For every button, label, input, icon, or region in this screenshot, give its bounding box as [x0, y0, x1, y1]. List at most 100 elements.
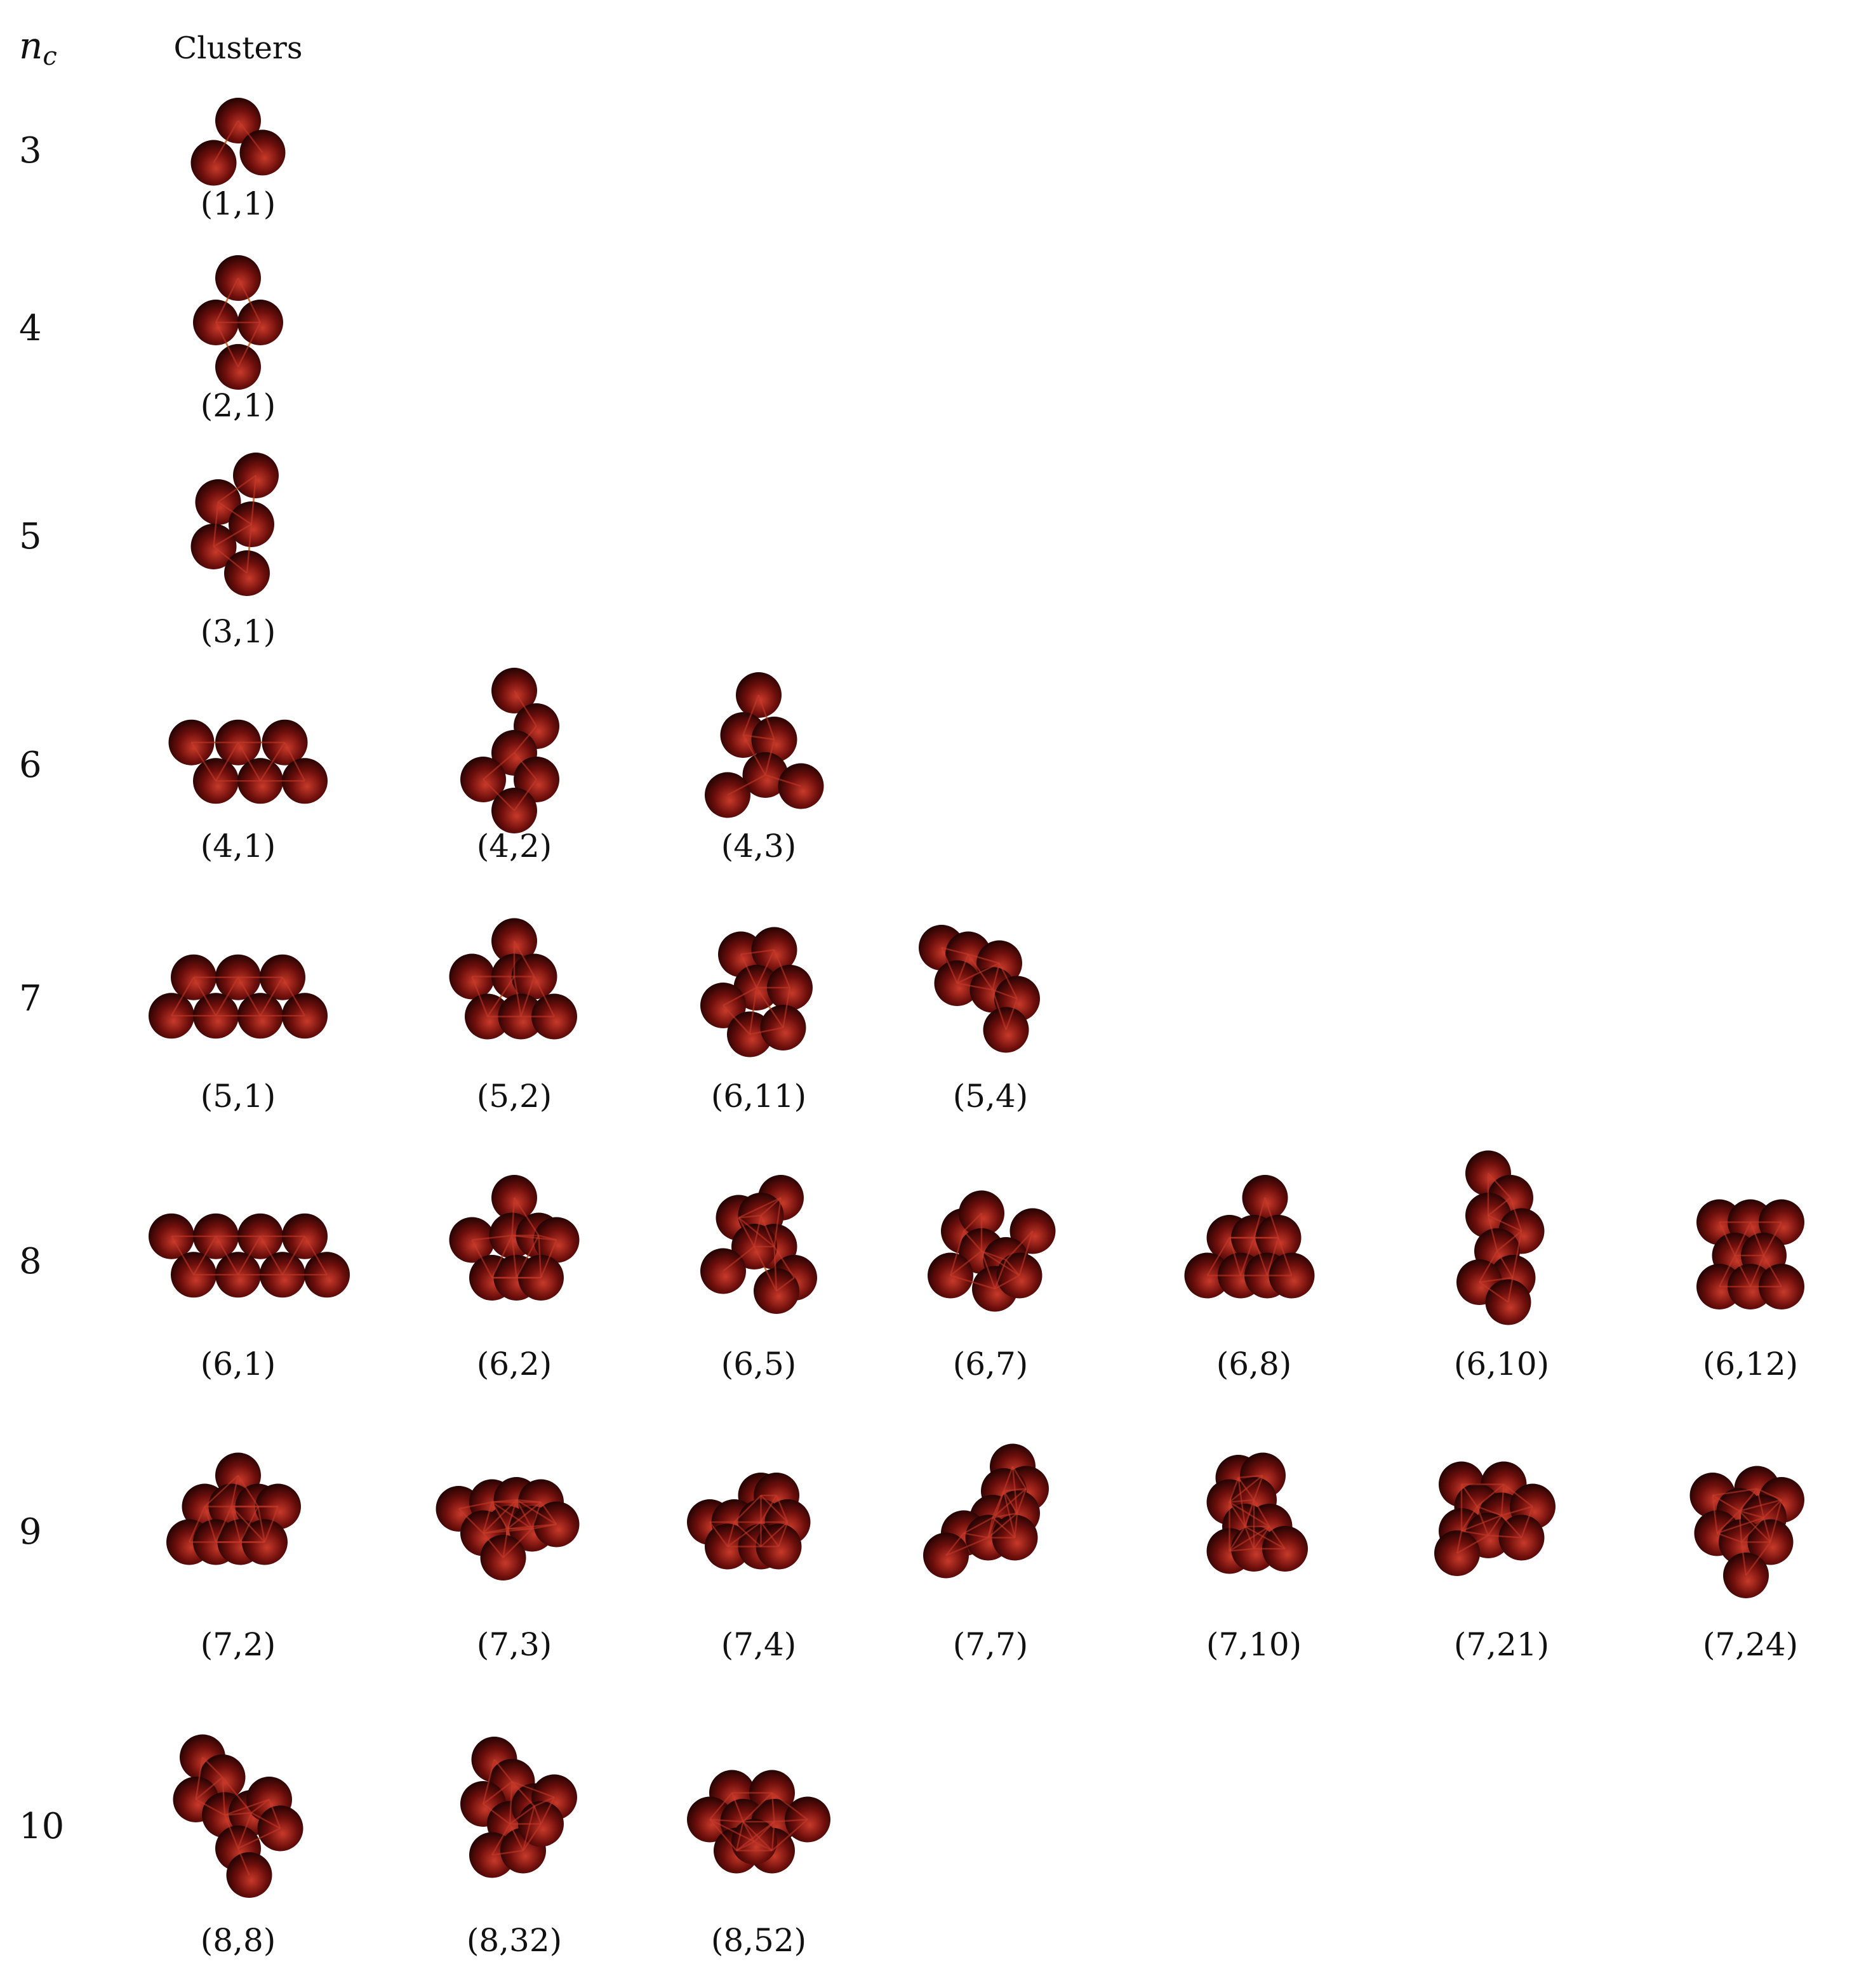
cluster-bond-highlight: [987, 1513, 1018, 1539]
cluster-label: (7,10): [1206, 1626, 1302, 1663]
cluster-bond-highlight: [731, 1793, 744, 1822]
cluster-bond-highlight: [740, 949, 775, 955]
cluster-bond-highlight: [949, 1231, 965, 1276]
cluster-bond-highlight: [1488, 1172, 1511, 1198]
cluster: (4,1): [168, 719, 328, 865]
cluster-bond-highlight: [239, 1506, 259, 1543]
cluster-bond-highlight: [742, 734, 766, 776]
cluster-bond-highlight: [215, 1506, 232, 1543]
cluster: (7,10): [1206, 1452, 1308, 1663]
cluster-bond-highlight: [538, 1235, 557, 1241]
cluster-bond-highlight: [1476, 1483, 1505, 1508]
cluster-bond-highlight: [509, 1823, 524, 1852]
cluster-bond-highlight: [1521, 1506, 1534, 1538]
cluster-label: (7,21): [1454, 1626, 1549, 1663]
cluster-bond-highlight: [736, 1821, 775, 1852]
cluster-bond-highlight: [215, 322, 239, 368]
cluster-bond-highlight: [511, 1197, 516, 1236]
cluster: (4,3): [705, 672, 824, 865]
cluster-bond-highlight: [512, 1780, 555, 1798]
cluster-bond-highlight: [945, 1532, 964, 1556]
cluster-label: (5,4): [953, 1078, 1029, 1115]
cluster-bond-highlight: [1762, 1221, 1783, 1256]
cluster-bond-highlight: [1476, 1506, 1489, 1536]
cluster-bond-highlight: [213, 120, 239, 164]
cluster-bond-highlight: [170, 1236, 195, 1275]
cluster-label: (4,3): [721, 828, 797, 865]
cluster-bond-highlight: [1512, 1231, 1522, 1278]
cluster-bond-highlight: [998, 962, 1018, 1000]
cluster: (5,1): [149, 954, 328, 1115]
cluster-bond-highlight: [502, 1528, 533, 1558]
cluster-bond-highlight: [1487, 1514, 1503, 1536]
cluster-bond-highlight: [992, 1488, 1027, 1518]
cluster-bond-highlight: [1005, 1230, 1034, 1261]
cluster-bond-highlight: [268, 1799, 281, 1829]
cluster-bond-highlight: [263, 1506, 279, 1542]
row-nc-label: 9: [19, 1511, 42, 1553]
cluster-bond-highlight: [237, 1827, 281, 1850]
cluster-bond-highlight: [709, 1792, 733, 1820]
row-nc-label: 8: [19, 1241, 42, 1282]
cluster-bond-highlight: [1500, 1484, 1505, 1516]
cluster-bond-highlight: [1745, 1541, 1771, 1576]
cluster-label: (7,24): [1703, 1626, 1798, 1663]
cluster: (6,2): [449, 1175, 580, 1382]
cluster-bond-highlight: [224, 1798, 270, 1816]
cluster-bond-highlight: [195, 1798, 225, 1816]
cluster: (7,7): [923, 1443, 1049, 1663]
cluster-bond-highlight: [483, 779, 515, 811]
cluster-bond-highlight: [507, 1499, 517, 1529]
cluster-bond-highlight: [507, 1501, 542, 1530]
cluster: (6,5): [700, 1175, 817, 1382]
cluster-bond-highlight: [1712, 1494, 1740, 1512]
cluster-bond-highlight: [760, 1521, 780, 1547]
cluster-bond-highlight: [483, 1803, 510, 1825]
cluster-bond-highlight: [516, 1499, 542, 1503]
cluster: (7,4): [687, 1473, 811, 1663]
cluster-bond-highlight: [987, 1517, 994, 1538]
cluster-bond-highlight: [987, 1490, 1005, 1538]
cluster-bond-highlight: [753, 1246, 778, 1292]
cluster-bond-highlight: [957, 982, 993, 991]
cluster-bond-highlight: [1229, 1547, 1255, 1552]
row-nc-label: 6: [19, 745, 42, 786]
cluster-bond-highlight: [735, 1821, 744, 1851]
cluster-bond-highlight: [540, 1240, 557, 1278]
cluster-bond-highlight: [230, 1506, 265, 1543]
cluster-bond-highlight: [1456, 1530, 1463, 1554]
cluster-bond-highlight: [1734, 1255, 1752, 1287]
cluster-bond-highlight: [994, 1259, 1007, 1289]
cluster-bond-highlight: [483, 752, 515, 780]
cluster-bond-highlight: [170, 977, 195, 1016]
cluster-grid: (1,1)(2,1)(3,1)(4,1)(4,2)(4,3)(5,1)(5,2)…: [149, 98, 1804, 1959]
cluster-bond-highlight: [1738, 1511, 1743, 1542]
cluster-bond-highlight: [204, 1506, 217, 1542]
cluster-bond-highlight: [513, 690, 538, 727]
cluster-bond-highlight: [723, 986, 757, 1007]
cluster-bond-highlight: [213, 546, 248, 574]
cluster-bond-highlight: [230, 1506, 241, 1542]
cluster-bond-highlight: [1253, 1526, 1270, 1549]
cluster-bond-highlight: [215, 277, 239, 323]
cluster-bond-highlight: [237, 120, 263, 154]
cluster-bond-highlight: [968, 953, 1000, 964]
cluster-bond-highlight: [1717, 1516, 1764, 1534]
cluster-bond-highlight: [1460, 1483, 1478, 1508]
cluster-bond-highlight: [1014, 1513, 1018, 1538]
cluster-bond-highlight: [749, 1026, 783, 1035]
cluster-bond-highlight: [237, 1236, 262, 1275]
cluster-bond-highlight: [281, 1236, 306, 1275]
cluster-bond-highlight: [1244, 1525, 1286, 1550]
cluster-bond-highlight: [246, 524, 253, 574]
cluster-bond-highlight: [1712, 1495, 1718, 1534]
cluster-bond-highlight: [472, 1235, 512, 1241]
cluster-bond-highlight: [1488, 1214, 1522, 1232]
cluster: (6,7): [928, 1190, 1056, 1382]
cluster-bond-highlight: [1496, 1250, 1514, 1278]
cluster-bond-highlight: [516, 1499, 557, 1525]
cluster-bond-highlight: [188, 1506, 206, 1543]
cluster-bond-highlight: [760, 1495, 789, 1523]
cluster-bond-highlight: [215, 742, 239, 781]
